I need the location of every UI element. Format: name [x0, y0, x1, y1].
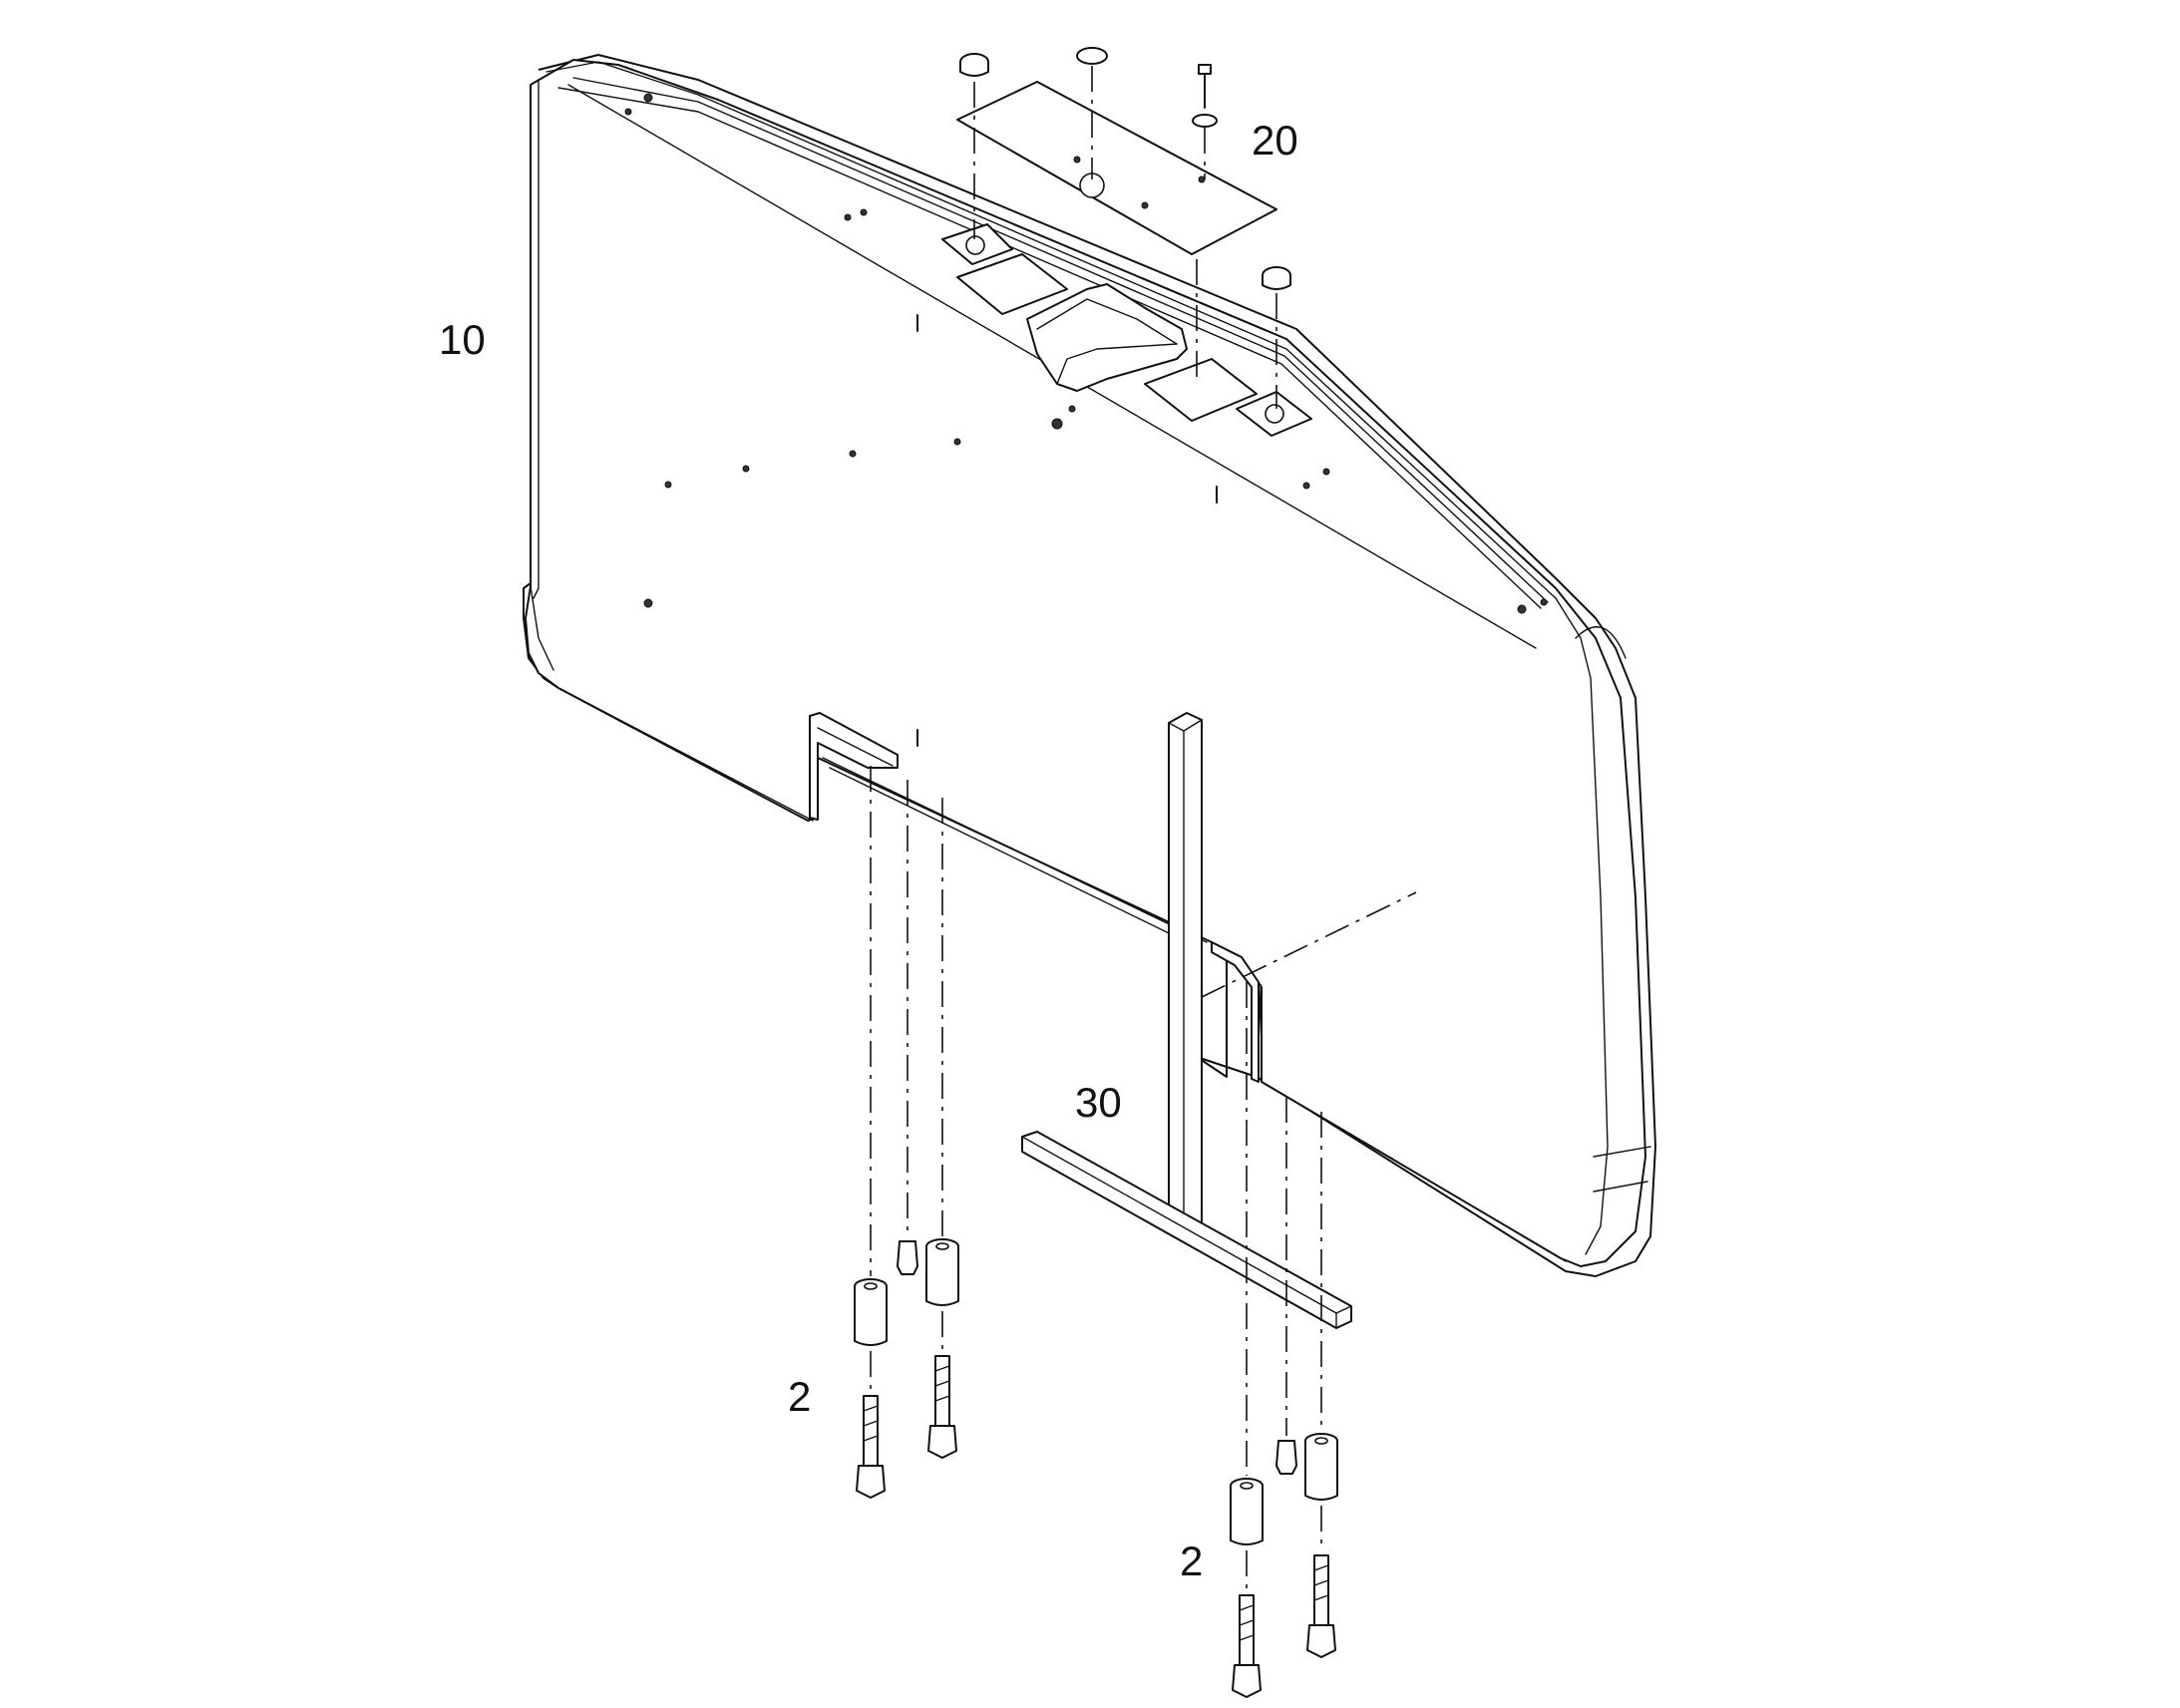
lifting-tool: [1021, 712, 1352, 1329]
callout-bolt-set-right: 2: [1180, 1537, 1203, 1584]
bolt-set-right: [1230, 982, 1338, 1698]
bolt-set-left: [854, 766, 959, 1499]
centerline-marks: [916, 314, 1218, 747]
top-plug-middle: [1076, 47, 1108, 65]
lifting-pocket-left: [809, 712, 899, 821]
face-holes: [624, 93, 1548, 614]
lifting-pocket-right: [1211, 941, 1260, 1083]
callout-counterweight: 10: [439, 316, 486, 363]
top-lifting-bracket: [941, 223, 1312, 437]
top-plug-left: [959, 53, 989, 77]
callout-cover-plate: 20: [1252, 117, 1298, 164]
callout-lifting-tool: 30: [1075, 1079, 1122, 1126]
top-plug-right: [1262, 266, 1291, 290]
callout-bolt-set-left: 2: [788, 1373, 811, 1420]
lifting-tool-alignment-lines: [1201, 891, 1417, 998]
cover-plate: [956, 81, 1277, 255]
top-assembly-lines: [973, 66, 1277, 409]
cover-bolt: [1192, 64, 1218, 128]
counterweight-body: [523, 54, 1656, 1277]
